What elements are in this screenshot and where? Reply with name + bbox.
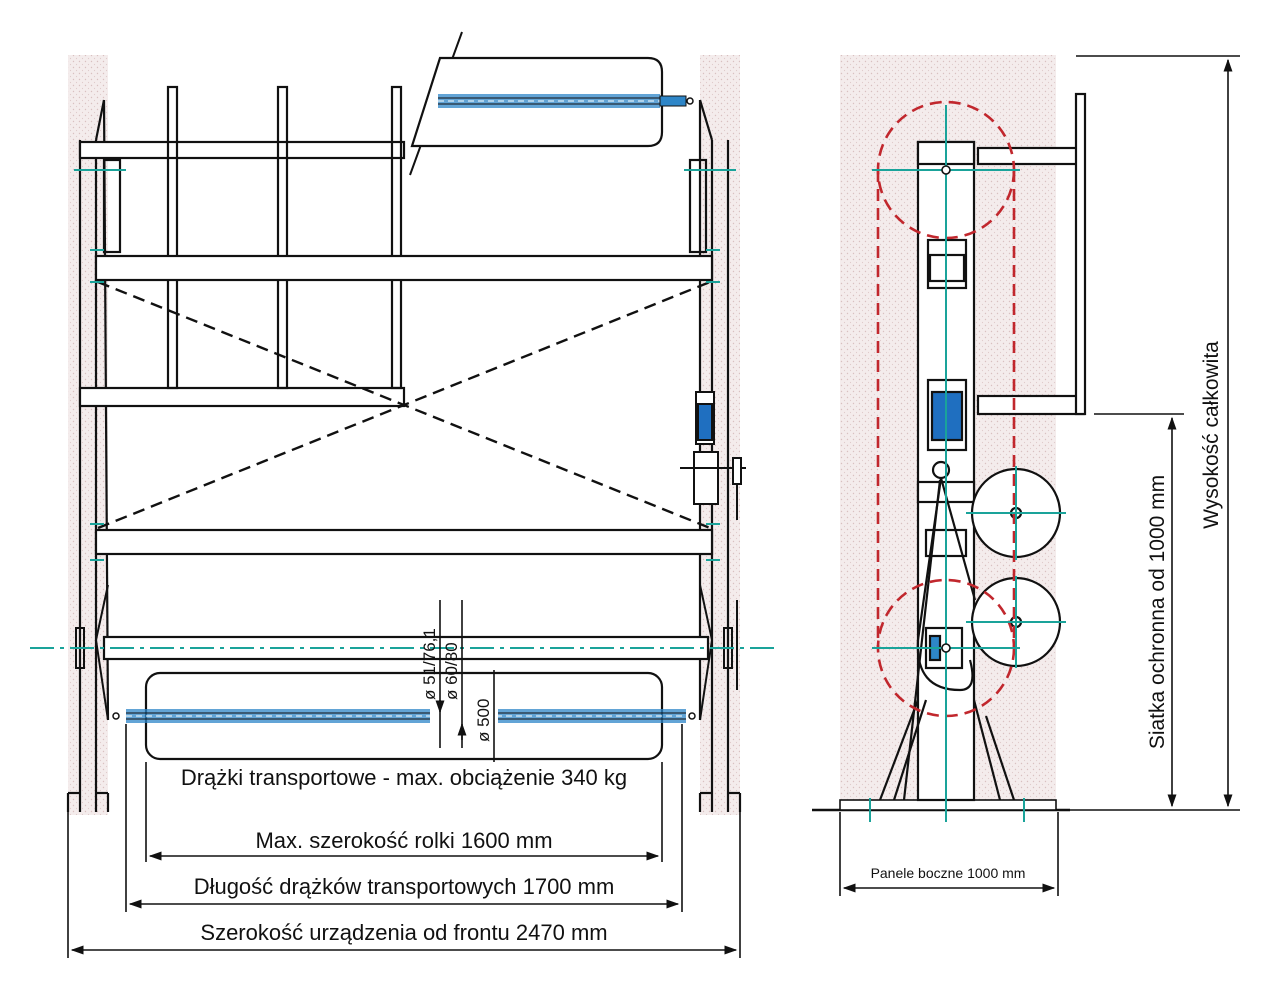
transport-bar-detail [112, 671, 696, 761]
side-dimension-lines [839, 55, 1240, 896]
left-wall-panel [68, 55, 108, 815]
front-view: ø 51/76,1 ø 60/80 ø 500 Drążki transport… [30, 31, 780, 958]
top-frame [78, 85, 406, 408]
diameter-label-500: ø 500 [474, 699, 493, 742]
roll-width-label: Max. szerokość rolki 1600 mm [255, 828, 552, 853]
side-hardware [680, 391, 746, 520]
centre-axes [30, 169, 780, 649]
load-capacity-label: Drążki transportowe - max. obciążenie 34… [181, 765, 627, 790]
diameter-dimensions [435, 600, 495, 762]
total-height-label: Wysokość całkowita [1200, 341, 1223, 529]
side-panels-label: Panele boczne 1000 mm [871, 865, 1026, 881]
front-dimension-lines [67, 724, 741, 958]
roller-ends [75, 584, 738, 721]
top-bar-detail [409, 31, 694, 176]
side-view: Panele boczne 1000 mm Siatka ochronna od… [812, 55, 1240, 896]
side-legs [878, 479, 1016, 801]
side-axes [869, 105, 1066, 822]
diameter-label-51-76: ø 51/76,1 [420, 628, 439, 700]
diameter-label-60-80: ø 60/80 [442, 642, 461, 700]
bar-length-label: Długość drążków transportowych 1700 mm [194, 874, 615, 899]
upper-crossbar [94, 254, 714, 282]
lower-crossbar [94, 528, 714, 556]
side-arm [976, 92, 1087, 416]
device-width-label: Szerokość urządzenia od frontu 2470 mm [200, 920, 607, 945]
diagonal-braces [97, 280, 711, 530]
safety-net-label: Siatka ochronna od 1000 mm [1146, 475, 1169, 749]
left-upright [66, 99, 122, 812]
